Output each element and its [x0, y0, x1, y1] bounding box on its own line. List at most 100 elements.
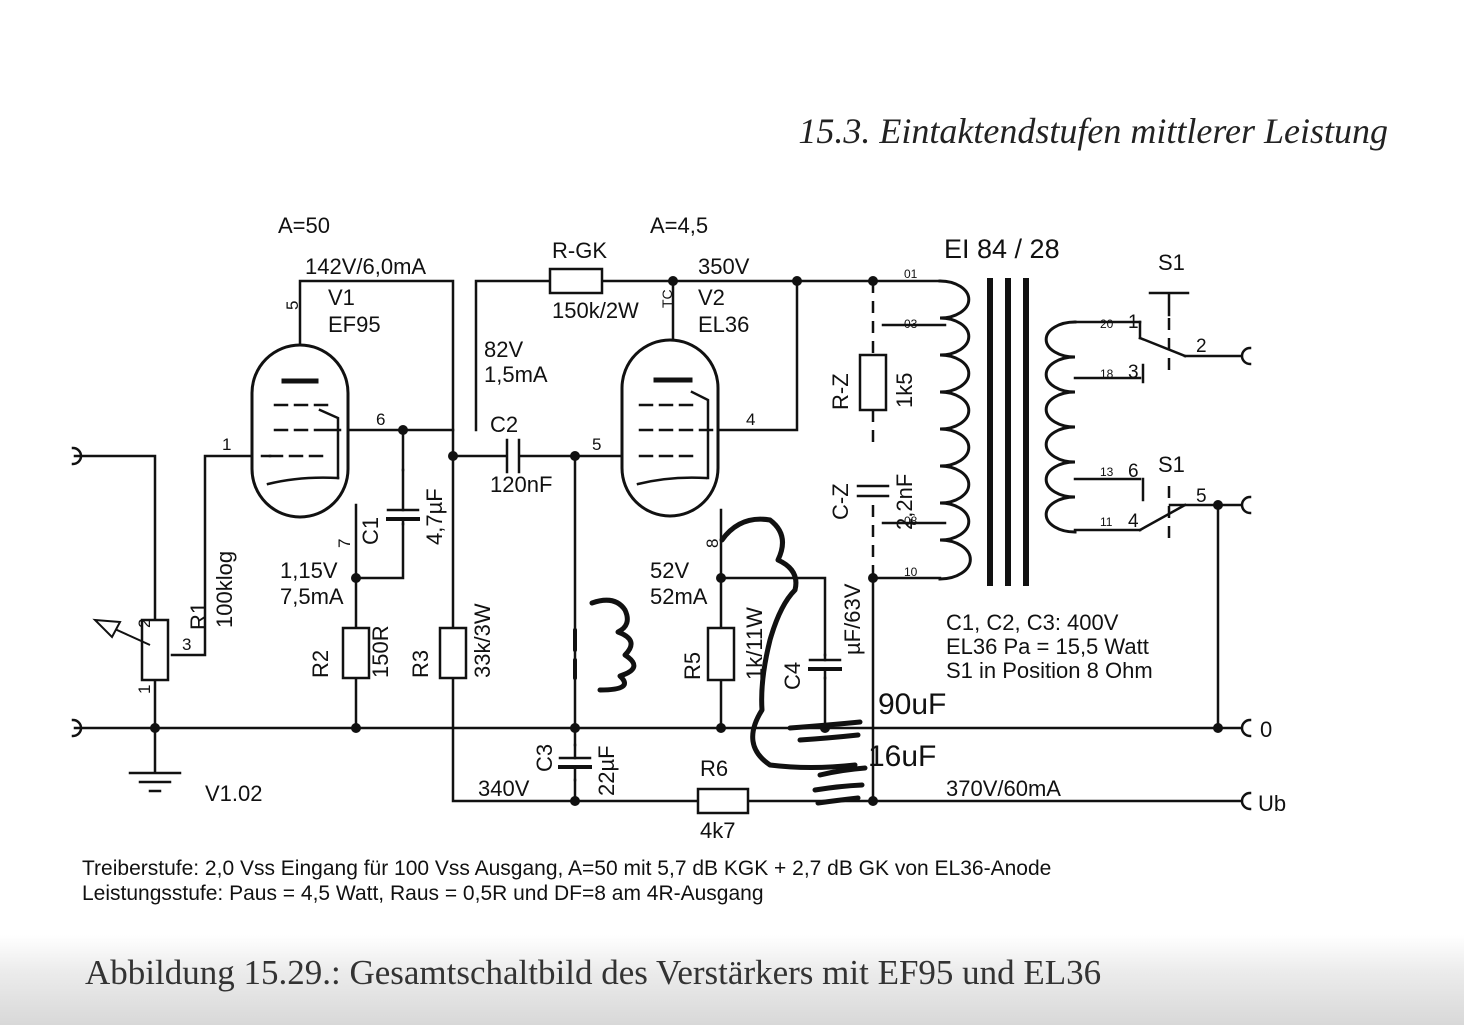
pin-v2-8: 8: [703, 539, 722, 548]
label-r2-value: 150R: [368, 625, 393, 678]
figure-caption: Abbildung 15.29.: Gesamtschaltbild des V…: [85, 953, 1102, 992]
label-r1-name: R1: [186, 602, 211, 630]
label-supply-terminal: Ub: [1258, 791, 1286, 816]
label-r6-value: 4k7: [700, 818, 735, 843]
label-r1-value: 100klog: [212, 551, 237, 628]
label-v1-anode: 142V/6,0mA: [305, 254, 426, 279]
circuit-notes: Treiberstufe: 2,0 Vss Eingang für 100 Vs…: [82, 856, 1051, 906]
label-c1-value: 4,7µF: [422, 488, 447, 545]
label-r2-name: R2: [308, 650, 333, 678]
pin-sw-4: 4: [1128, 511, 1139, 532]
pin-v1-7: 7: [335, 539, 354, 548]
label-c3-name: C3: [532, 744, 557, 772]
label-s1-bottom: S1: [1158, 452, 1185, 477]
resistor-rgk: [548, 267, 604, 295]
pin-pot-1: 1: [135, 685, 154, 694]
tube-v1: [250, 343, 350, 519]
label-c3-value: 22µF: [594, 745, 619, 796]
pin-sw-3: 3: [1128, 362, 1139, 383]
notes-power-stage: Leistungsstufe: Paus = 4,5 Watt, Raus = …: [82, 882, 764, 905]
notes-driver-stage: Treiberstufe: 2,0 Vss Eingang für 100 Vs…: [82, 857, 1052, 880]
label-c1-name: C1: [358, 517, 383, 545]
label-config-2: EL36 Pa = 15,5 Watt: [946, 634, 1149, 659]
label-cz-name: C-Z: [828, 483, 853, 520]
label-r5-value: 1k/11W: [742, 607, 767, 680]
switch-s1: [1138, 291, 1190, 545]
label-handwritten-90uf: 90uF: [878, 688, 946, 721]
label-gain-v2: A=4,5: [650, 213, 708, 238]
ground-symbol: [128, 771, 182, 793]
label-ground-terminal: 0: [1260, 717, 1272, 742]
pin-v1-5: 5: [283, 301, 302, 310]
label-c4-name: C4: [780, 662, 805, 690]
pin-tr-03: 03: [904, 317, 918, 331]
capacitors: [386, 438, 890, 782]
wires: [73, 279, 1242, 803]
pin-pot-3: 3: [182, 635, 191, 654]
pin-tr-01: 01: [904, 267, 918, 281]
label-rz-name: R-Z: [828, 373, 853, 410]
pin-v2-4: 4: [746, 410, 755, 429]
label-r3-name: R3: [408, 650, 433, 678]
label-s1-top: S1: [1158, 250, 1185, 275]
label-r6-name: R6: [700, 756, 728, 781]
resistor-r6: [696, 787, 750, 815]
label-supply-340: 340V: [478, 776, 530, 801]
label-tc: TC: [659, 289, 675, 308]
label-v2-cathode-current: 52mA: [650, 584, 708, 609]
junction-dots: [150, 276, 1223, 806]
tube-v2: [620, 338, 720, 518]
pin-sw-1: 1: [1128, 312, 1139, 333]
resistors: [341, 267, 888, 815]
output-transformer: [881, 278, 1077, 586]
label-screen-voltage: 82V: [484, 337, 523, 362]
pin-sw-2: 2: [1196, 336, 1207, 357]
label-v1-type: EF95: [328, 312, 381, 337]
section-header: 15.3. Eintaktendstufen mittlerer Leistun…: [798, 111, 1388, 151]
pin-v2-5: 5: [592, 435, 601, 454]
label-rgk-name: R-GK: [552, 238, 607, 263]
label-v1-cathode-voltage: 1,15V: [280, 558, 338, 583]
label-v1-name: V1: [328, 285, 355, 310]
pin-tr-08: 08: [904, 514, 918, 528]
resistor-r2: [341, 626, 371, 680]
pin-sw-5: 5: [1196, 486, 1207, 507]
label-rz-value: 1k5: [892, 373, 917, 408]
label-v1-cathode-current: 7,5mA: [280, 584, 344, 609]
amplifier-schematic: A=50 A=4,5 142V/6,0mA V1 EF95 V2 EL36 35…: [71, 213, 1286, 843]
label-v2-name: V2: [698, 285, 725, 310]
pin-tr-20: 20: [1100, 317, 1114, 331]
pin-tr-18: 18: [1100, 367, 1114, 381]
label-screen-current: 1,5mA: [484, 362, 548, 387]
capacitor-c2: [505, 438, 521, 474]
label-rgk-value: 150k/2W: [552, 298, 639, 323]
label-transformer: EI 84 / 28: [944, 234, 1060, 264]
pin-v1-6: 6: [376, 410, 385, 429]
label-cz-value: 2,2nF: [892, 474, 917, 530]
pin-tr-11: 11: [1100, 515, 1113, 529]
pin-tr-10: 10: [904, 565, 918, 579]
label-c4-value: µF/63V: [840, 583, 865, 655]
handwritten-marks: [573, 516, 868, 806]
label-gain-v1: A=50: [278, 213, 330, 238]
label-c2-value: 120nF: [490, 472, 552, 497]
caption-band: [0, 935, 1464, 1025]
label-c2-name: C2: [490, 412, 518, 437]
terminals: [71, 346, 1252, 811]
resistor-rz: [858, 353, 888, 412]
label-v2-cathode-voltage: 52V: [650, 558, 689, 583]
potentiometer-r1: [92, 618, 170, 682]
label-v2-type: EL36: [698, 312, 749, 337]
labels: A=50 A=4,5 142V/6,0mA V1 EF95 V2 EL36 35…: [135, 213, 1286, 843]
resistor-r5: [706, 626, 736, 682]
label-version: V1.02: [205, 781, 263, 806]
pin-sw-6: 6: [1128, 461, 1139, 482]
label-config-1: C1, C2, C3: 400V: [946, 610, 1119, 635]
pin-pot-2: 2: [135, 619, 154, 628]
pin-tr-13: 13: [1100, 465, 1114, 479]
label-v2-anode: 350V: [698, 254, 750, 279]
label-r3-value: 33k/3W: [470, 603, 495, 678]
pin-v1-1: 1: [222, 435, 231, 454]
label-supply-370: 370V/60mA: [946, 776, 1061, 801]
label-r5-name: R5: [680, 652, 705, 680]
